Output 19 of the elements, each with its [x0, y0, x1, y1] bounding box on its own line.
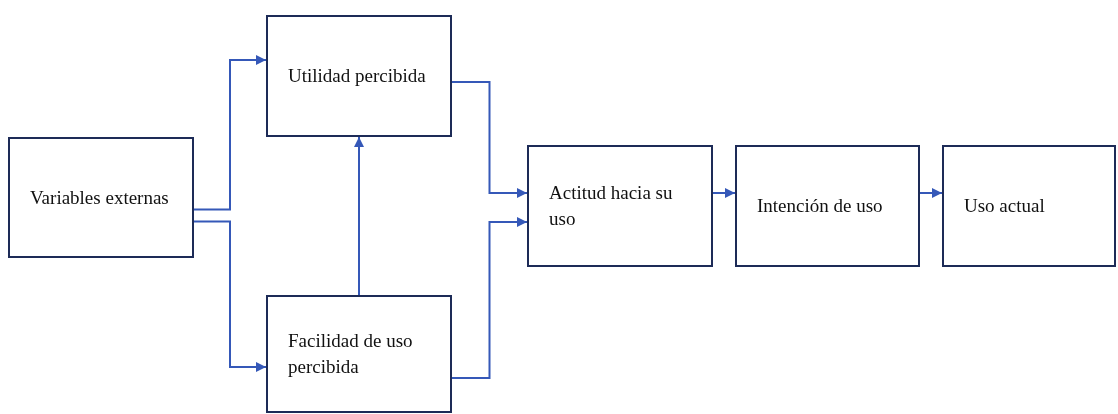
box-label: Utilidad percibida	[288, 64, 427, 88]
process-box	[266, 295, 452, 413]
arrow	[919, 188, 943, 198]
process-box	[266, 15, 452, 137]
box-label: Intención de uso	[757, 194, 884, 218]
arrow	[193, 55, 267, 211]
arrow	[712, 188, 736, 198]
box-label: Actitud hacia su uso	[549, 181, 674, 231]
process-box	[8, 137, 194, 258]
box-label: Uso actual	[964, 194, 1046, 218]
arrow	[354, 136, 364, 296]
process-box	[942, 145, 1116, 267]
arrow	[451, 217, 528, 379]
process-box	[735, 145, 920, 267]
process-box	[527, 145, 713, 267]
arrow	[193, 220, 267, 372]
box-label: Variables externas	[30, 185, 170, 210]
arrow	[451, 81, 528, 198]
box-label: Facilidad de uso percibida	[288, 329, 414, 379]
